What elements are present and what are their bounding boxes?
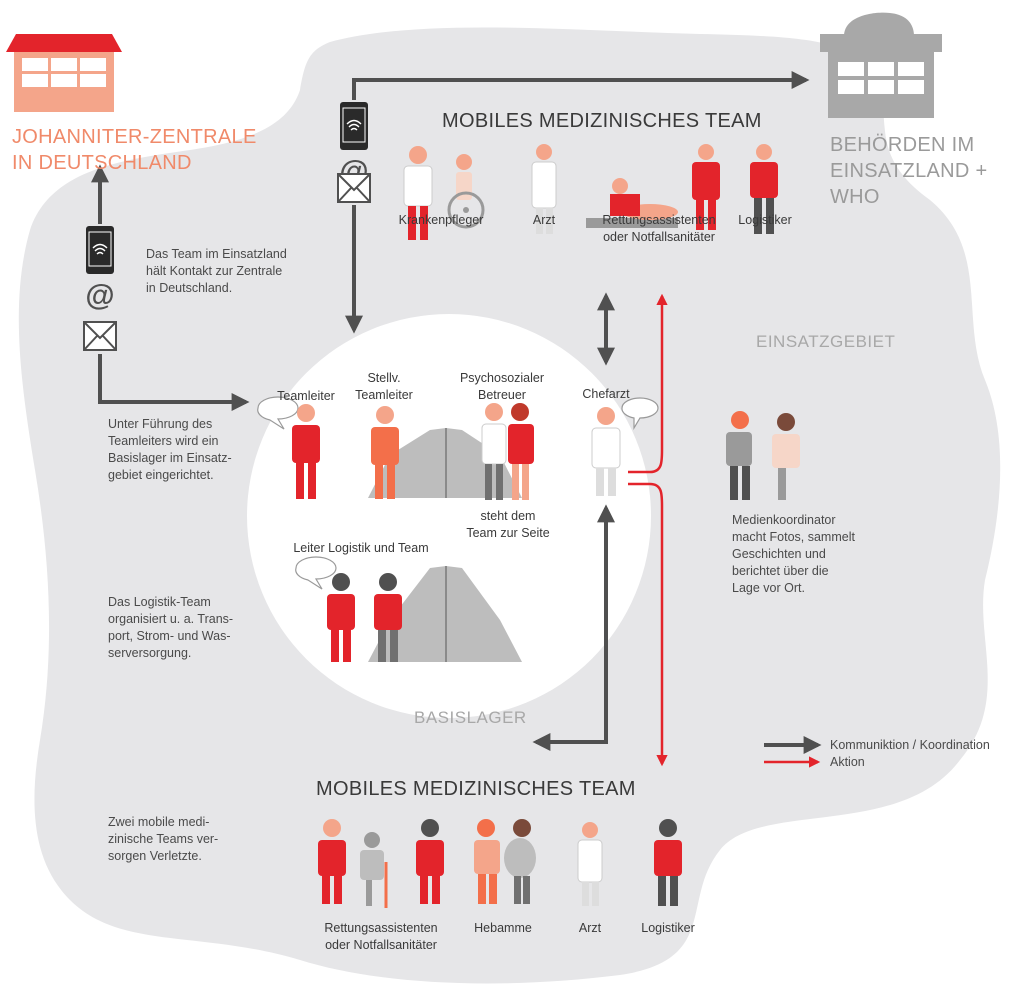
person-teamleiter-icon [292,404,320,499]
smartphone-icon [340,102,368,150]
person-leiter-logistik-icon [327,573,355,662]
red-arrow-bottom [628,482,668,767]
label-logistiker-bottom: Logistiker [641,921,695,935]
person-logistiker-icon [654,819,682,906]
person-pregnant-woman-icon [504,819,536,904]
label-rettungsassistenten-bottom: Rettungsassistenten oder Notfallsanitäte… [324,921,438,952]
smartphone-icon [86,226,114,274]
arrow-hq-to-base [98,354,250,411]
comm-stack-top: @ [337,102,371,203]
zone-base: BASISLAGER [414,708,527,727]
person-rettungsassistent-2-icon [416,819,444,904]
person-interviewee-icon [772,413,800,500]
legend-communication: Kommuniktion / Koordination [830,738,990,752]
arrow-chefarzt-bottom [532,504,615,751]
note-media: Medienkoordinator macht Fotos, sammelt G… [732,513,855,595]
legend-markers [764,736,822,768]
authorities-title: BEHÖRDEN IM EINSATZLAND + WHO [830,134,988,208]
label-teamleiter: Teamleiter [277,389,335,403]
comm-stack-left: @ [83,226,117,351]
building-gray-icon [820,12,942,118]
envelope-icon [83,321,117,351]
person-chefarzt-icon [591,407,621,496]
note-contact: Das Team im Einsatzland hält Kontakt zur… [146,247,287,295]
label-hebamme: Hebamme [474,921,532,935]
red-arrow-top [628,293,668,474]
legend-action: Aktion [830,755,865,769]
speech-bubble-icon [621,397,659,431]
person-medienkoordinator-icon [726,411,752,500]
tent-lower [368,566,522,662]
person-arzt-icon [531,144,557,234]
top-team-title: MOBILES MEDIZINISCHES TEAM [442,110,762,132]
person-wheelchair-icon [447,154,485,229]
action-arrows [628,293,668,767]
note-leadership: Unter Führung des Teamleiters wird ein B… [108,417,232,482]
zone-field: EINSATZGEBIET [756,332,896,351]
person-rettungsassistent-icon [318,819,346,904]
label-rettungsassistenten-top: Rettungsassistenten oder Notfallsanitäte… [602,213,716,244]
speech-bubble-icon [257,396,299,430]
person-hebamme-icon [474,819,500,904]
label-krankenpfleger: Krankenpfleger [398,213,484,227]
label-logistiker-top: Logistiker [738,213,792,227]
label-arzt-top: Arzt [532,213,556,227]
hq-title: JOHANNITER-ZENTRALE IN DEUTSCHLAND [12,126,257,174]
note-teams: Zwei mobile medi- zinische Teams ver- so… [108,815,219,863]
label-psychosozialer-betreuer: Psychosozialer Betreuer [459,371,545,402]
person-logistiker-icon [750,144,778,234]
note-logistics: Das Logistik-Team organisiert u. a. Tran… [108,595,234,660]
speech-bubble-icon [295,556,337,590]
label-leiter-logistik: Leiter Logistik und Team [293,541,429,555]
arrow-to-authorities [352,71,810,100]
label-chefarzt: Chefarzt [582,387,630,401]
speech-bubbles [257,396,659,590]
person-betreuer-1-icon [481,403,507,500]
person-arzt-icon [577,822,603,906]
envelope-icon [337,173,371,203]
patient-stretcher-icon [586,178,678,228]
label-stellv-teamleiter: Stellv. Teamleiter [355,371,413,402]
building-red-icon [6,34,122,112]
person-patient-crutch-icon [360,832,388,908]
person-krankenpfleger-icon [403,146,433,240]
communication-arrows [91,71,810,751]
bottom-team-title: MOBILES MEDIZINISCHES TEAM [316,778,636,800]
svg-text:@: @ [85,279,114,312]
person-logistik-team-icon [374,573,402,662]
person-rettungsassistent-icon [692,144,720,230]
person-stellv-teamleiter-icon [371,406,399,499]
people [292,144,800,908]
person-betreuer-2-icon [508,403,534,500]
at-sign-icon: @ [85,279,114,312]
label-support-note: steht dem Team zur Seite [466,509,550,540]
label-arzt-bottom: Arzt [578,921,602,935]
